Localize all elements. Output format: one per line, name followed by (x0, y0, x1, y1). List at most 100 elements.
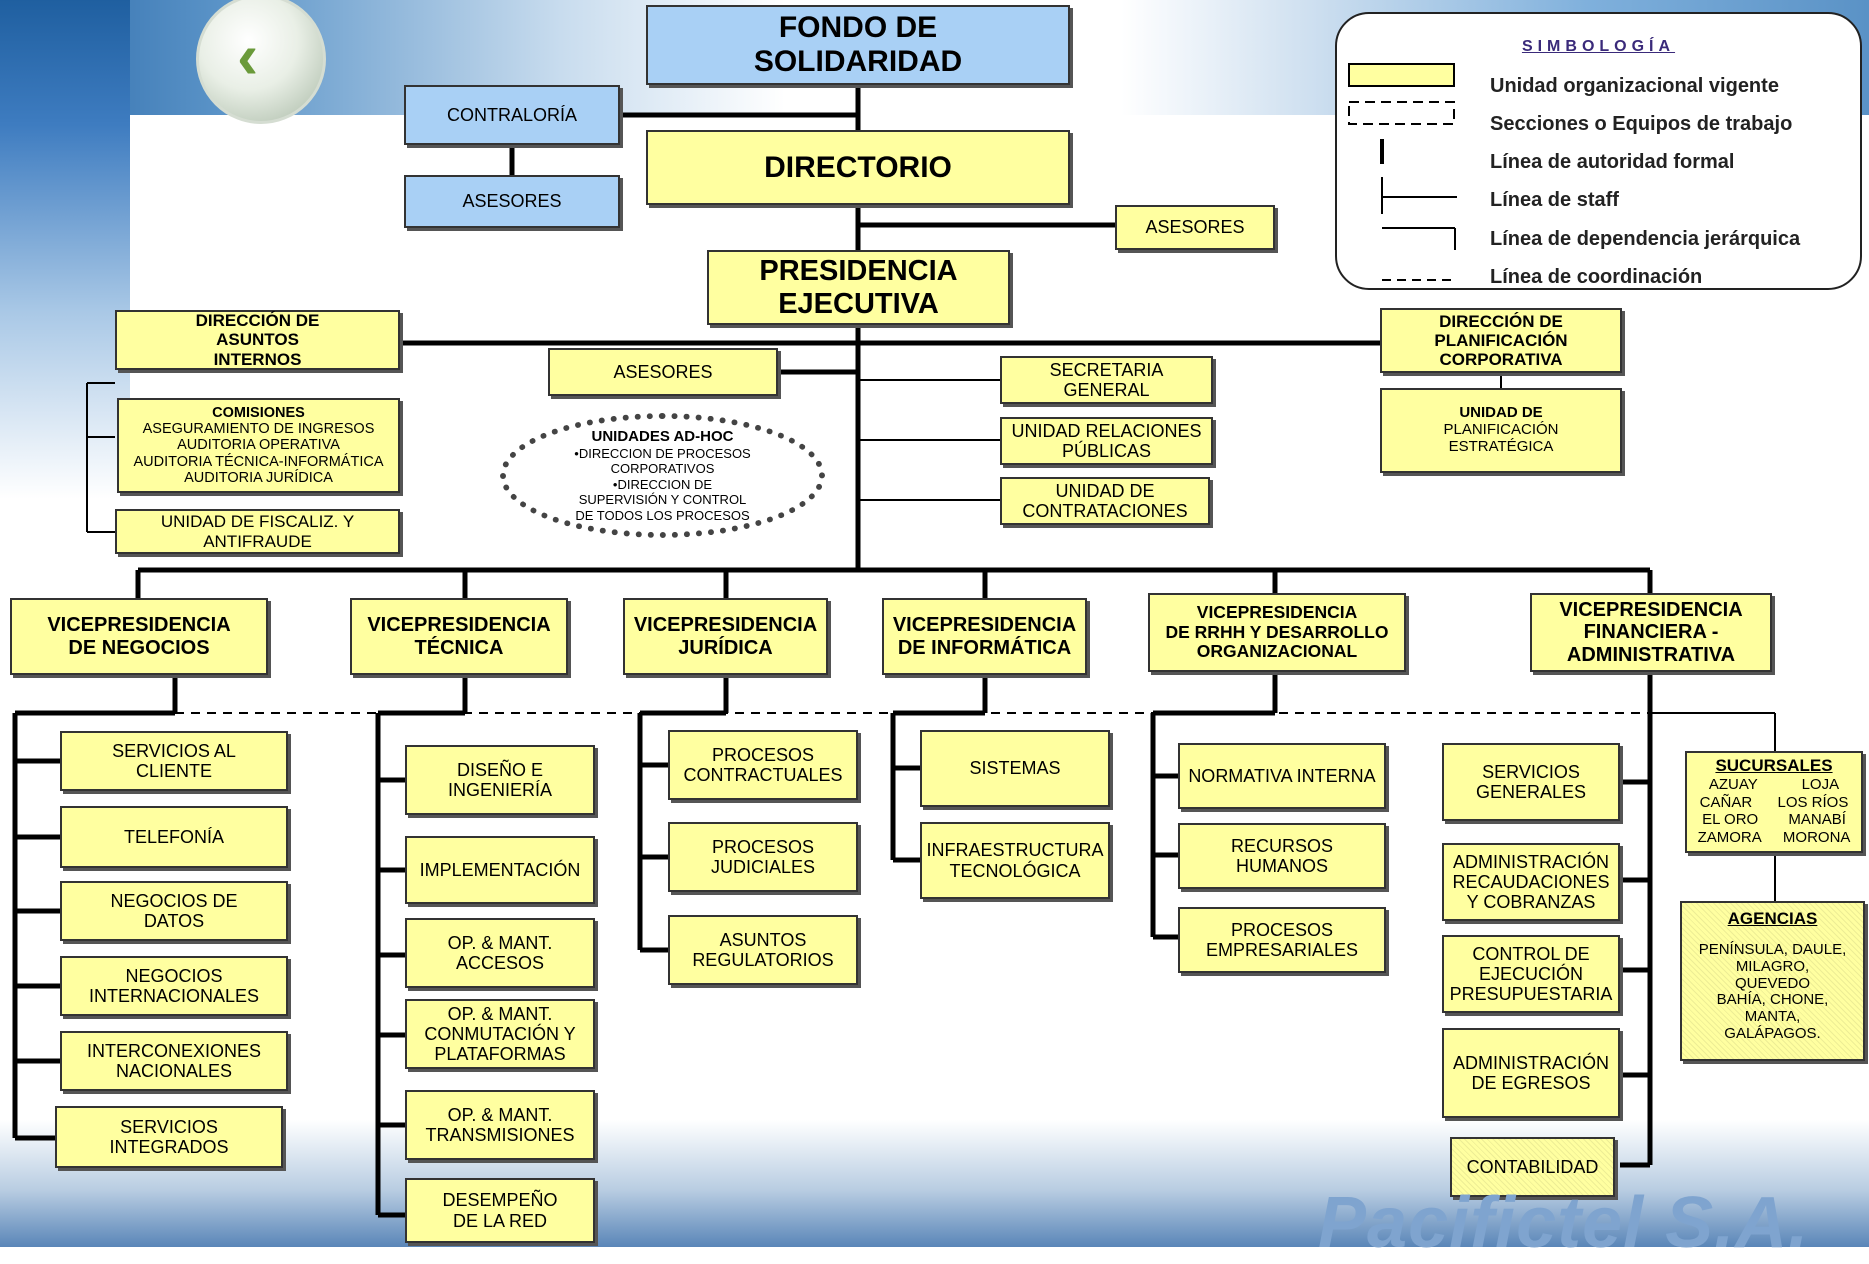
comisiones-title: COMISIONES (212, 404, 305, 421)
unit-label: CONTRACTUALES (683, 765, 843, 785)
unit-label: INFRAESTRUCTURA (926, 840, 1104, 861)
fondo-line-1: FONDO DE (778, 11, 938, 45)
unit-label: NACIONALES (115, 1061, 233, 1081)
legend-item-autoridad: Línea de autoridad formal (1490, 151, 1735, 173)
secretaria-line-2: GENERAL (1063, 380, 1150, 400)
unit-label: INTERCONEXIONES (86, 1040, 262, 1061)
planif-unit-line: PLANIFICACIÓN (1443, 421, 1559, 439)
asesores-left-label: ASESORES (462, 191, 562, 212)
unit-label: CONMUTACIÓN Y (424, 1023, 576, 1044)
unit-label: SERVICIOS AL (112, 740, 236, 761)
direccion-planificacion-box: DIRECCIÓN DE PLANIFICACIÓN CORPORATIVA (1380, 308, 1622, 373)
asesores-right-box: ASESORES (1115, 205, 1275, 250)
unit-label: INTERNACIONALES (88, 986, 260, 1006)
sucursal-name: LOS RÍOS (1777, 793, 1849, 811)
unit-label: DE EGRESOS (1471, 1073, 1591, 1093)
adhoc-line: CORPORATIVOS (610, 461, 715, 477)
unit-label: INTEGRADOS (109, 1137, 229, 1157)
presidencia-line-2: EJECUTIVA (778, 287, 939, 320)
unit-label: TRANSMISIONES (425, 1125, 575, 1145)
unit-label: REGULATORIOS (692, 950, 834, 970)
sucursal-name: LOJA (1801, 776, 1840, 794)
unit-label: NEGOCIOS DE (110, 890, 238, 911)
unit-label: OP. & MANT. (447, 932, 553, 953)
vp-rrhh-line-3: ORGANIZACIONAL (1196, 641, 1358, 662)
vp-financiera-box: VICEPRESIDENCIA FINANCIERA - ADMINISTRAT… (1530, 593, 1772, 672)
unit-label: DISEÑO E (456, 759, 544, 780)
back-button[interactable]: ‹ (196, 0, 326, 124)
contrataciones-box: UNIDAD DE CONTRATACIONES (1000, 477, 1210, 525)
vp-financiera-line-1: VICEPRESIDENCIA (1559, 598, 1743, 621)
vp-juridica-box: VICEPRESIDENCIA JURÍDICA (623, 598, 828, 675)
asesores-right-label: ASESORES (1145, 217, 1245, 238)
dai-line-1: DIRECCIÓN DE (195, 311, 320, 331)
sucursales-row: AZUAY LOJA (1687, 776, 1861, 794)
unit-contabilidad: CONTABILIDAD (1450, 1137, 1615, 1197)
unit-label: NORMATIVA INTERNA (1188, 765, 1376, 786)
unit-normativa-interna: NORMATIVA INTERNA (1178, 743, 1386, 809)
unit-label: Y COBRANZAS (1466, 892, 1596, 913)
rrpp-line-2: PÚBLICAS (1061, 441, 1152, 461)
agencia-line: MILAGRO, (1735, 957, 1810, 975)
vp-rrhh-box: VICEPRESIDENCIA DE RRHH Y DESARROLLO ORG… (1148, 593, 1406, 672)
unit-label: RECURSOS (1230, 835, 1333, 856)
unit-label: SERVICIOS (120, 1116, 218, 1137)
relaciones-publicas-box: UNIDAD RELACIONES PÚBLICAS (1000, 417, 1213, 465)
presidencia-line-1: PRESIDENCIA (759, 255, 958, 288)
asesores-center-label: ASESORES (613, 361, 713, 382)
contraloria-label: CONTRALORÍA (446, 104, 578, 125)
planif-unit-line: ESTRATÉGICA (1448, 437, 1554, 455)
asesores-center-box: ASESORES (548, 348, 778, 396)
agencia-line: MANTA, (1744, 1008, 1801, 1026)
vp-tecnica-line-1: VICEPRESIDENCIA (367, 614, 551, 637)
sucursal-name: CAÑAR (1699, 793, 1753, 811)
sucursal-name: AZUAY (1708, 776, 1758, 794)
unit-label: DATOS (143, 911, 205, 931)
unit-recaudaciones-cobranzas: ADMINISTRACIÓN RECAUDACIONES Y COBRANZAS (1442, 843, 1620, 921)
planif-unit-title: UNIDAD DE (1459, 404, 1543, 422)
secretaria-general-box: SECRETARIA GENERAL (1000, 356, 1213, 404)
unit-implementacion: IMPLEMENTACIÓN (405, 836, 595, 904)
unit-label: EJECUCIÓN (1478, 963, 1583, 984)
unit-control-presupuestario: CONTROL DE EJECUCIÓN PRESUPUESTARIA (1442, 935, 1620, 1013)
sucursales-title: SUCURSALES (1715, 756, 1833, 775)
unit-label: EMPRESARIALES (1205, 940, 1359, 960)
fiscaliz-line-1: UNIDAD DE FISCALIZ. Y (160, 512, 355, 532)
comision-item: AUDITORIA JURÍDICA (184, 469, 333, 486)
unit-procesos-judiciales: PROCESOS JUDICIALES (668, 822, 858, 892)
unit-label: CLIENTE (135, 761, 213, 781)
adhoc-line: •DIRECCION DE PROCESOS (574, 445, 751, 461)
vp-juridica-line-2: JURÍDICA (678, 636, 773, 659)
contraloria-box: CONTRALORÍA (404, 85, 620, 145)
agencia-line: GALÁPAGOS. (1724, 1025, 1821, 1043)
comision-item: ASEGURAMIENTO DE INGRESOS (142, 421, 375, 438)
vp-negocios-line-1: VICEPRESIDENCIA (47, 614, 231, 637)
vp-informatica-line-2: DE INFORMÁTICA (897, 636, 1072, 659)
agencia-line: PENÍNSULA, DAULE, (1698, 941, 1847, 959)
unit-label: SISTEMAS (969, 758, 1061, 779)
agencias-title: AGENCIAS (1727, 909, 1818, 928)
unit-label: ADMINISTRACIÓN (1452, 1052, 1609, 1073)
unit-op-mant-conmutacion: OP. & MANT. CONMUTACIÓN Y PLATAFORMAS (405, 999, 595, 1069)
back-arrow-icon: ‹ (237, 20, 259, 92)
legend-item-secciones: Secciones o Equipos de trabajo (1490, 113, 1793, 135)
adhoc-line: •DIRECCION DE (612, 476, 713, 492)
sucursal-name: EL ORO (1702, 811, 1759, 829)
unit-servicios-integrados: SERVICIOS INTEGRADOS (55, 1106, 283, 1168)
unit-administracion-egresos: ADMINISTRACIÓN DE EGRESOS (1442, 1028, 1620, 1118)
fiscaliz-line-2: ANTIFRAUDE (203, 531, 312, 551)
planif-line-1: DIRECCIÓN DE (1439, 311, 1563, 331)
unit-servicios-generales: SERVICIOS GENERALES (1442, 743, 1620, 821)
comision-item: AUDITORIA OPERATIVA (177, 437, 340, 454)
unit-interconexiones-nacionales: INTERCONEXIONES NACIONALES (60, 1031, 288, 1091)
unit-label: OP. & MANT. (447, 1003, 553, 1024)
fondo-line-2: SOLIDARIDAD (753, 45, 963, 78)
contrataciones-line-1: UNIDAD DE (1055, 480, 1155, 501)
unit-label: CONTROL DE (1472, 943, 1590, 964)
unit-label: SERVICIOS (1482, 761, 1580, 782)
unit-label: TELEFONÍA (123, 826, 225, 847)
unit-label: DESEMPEÑO (442, 1190, 558, 1211)
